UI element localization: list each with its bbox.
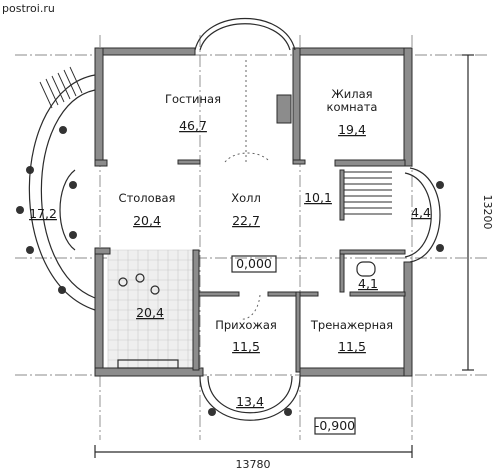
dimension-depth: 13200 bbox=[481, 195, 494, 230]
axis-lines bbox=[15, 35, 490, 440]
room-entrance-area: 11,5 bbox=[232, 339, 260, 354]
room-stair-round-area: 4,4 bbox=[411, 205, 431, 220]
terrace-step bbox=[45, 78, 59, 106]
column-post bbox=[58, 286, 66, 294]
room-gym-area: 11,5 bbox=[338, 339, 366, 354]
room-hall-name: Холл bbox=[231, 191, 261, 205]
curved-bays bbox=[28, 18, 441, 421]
level-ground: -0,900 bbox=[315, 418, 355, 433]
walls bbox=[94, 47, 413, 377]
room-wc-area: 4,1 bbox=[358, 276, 378, 291]
room-living-name: Гостиная bbox=[165, 92, 221, 106]
room-dining-name: Столовая bbox=[119, 191, 176, 205]
terrace-step bbox=[63, 69, 77, 97]
column-post bbox=[16, 206, 24, 214]
room-kitchen-area: 20,4 bbox=[136, 305, 164, 320]
column-post bbox=[436, 181, 444, 189]
room-porch-area: 13,4 bbox=[236, 394, 264, 409]
room-bedroom-area: 19,4 bbox=[338, 122, 366, 137]
room-dining-area: 20,4 bbox=[133, 213, 161, 228]
terrace-step bbox=[57, 72, 71, 100]
column-post bbox=[208, 408, 216, 416]
room-entrance-name: Прихожая bbox=[215, 318, 277, 332]
column-post bbox=[69, 181, 77, 189]
terrace-step bbox=[69, 66, 83, 94]
room-bedroom-name-line2: комната bbox=[327, 100, 378, 114]
staircase bbox=[39, 66, 392, 215]
level-markers bbox=[231, 255, 356, 435]
dimension-lines bbox=[94, 54, 474, 458]
column-post bbox=[436, 244, 444, 252]
dimension-width: 13780 bbox=[236, 458, 271, 471]
watermark: postroi.ru bbox=[2, 2, 55, 15]
room-terrace-area: 17,2 bbox=[29, 206, 57, 221]
column-post bbox=[284, 408, 292, 416]
room-living-area: 46,7 bbox=[179, 118, 207, 133]
terrace-step bbox=[39, 81, 53, 109]
column-post bbox=[69, 231, 77, 239]
fixtures bbox=[117, 261, 376, 369]
terrace-step bbox=[51, 75, 65, 103]
column-post bbox=[26, 246, 34, 254]
level-floor: 0,000 bbox=[236, 256, 272, 271]
room-bedroom-name-line1: Жилая bbox=[331, 87, 372, 101]
room-gym-name: Тренажерная bbox=[310, 318, 393, 332]
room-hall-small-area: 10,1 bbox=[304, 190, 332, 205]
terrace-columns bbox=[16, 126, 444, 416]
kitchen-tile-pattern bbox=[107, 249, 193, 368]
column-post bbox=[59, 126, 67, 134]
room-hall-area: 22,7 bbox=[232, 213, 260, 228]
